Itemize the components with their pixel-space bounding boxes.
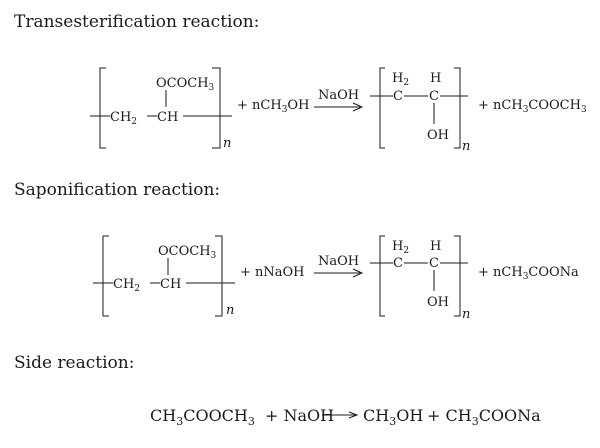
sapon-product-h: H [430, 239, 441, 254]
trans-product-h: H [430, 71, 441, 86]
side-reactant-ester: CH3COOCH3 [150, 406, 255, 428]
side-product-sodium-acetate: + CH3COONa [427, 406, 541, 428]
trans-catalyst: NaOH [318, 88, 359, 103]
trans-arrow-head [352, 102, 364, 112]
trans-product-c2: C [429, 89, 439, 104]
sapon-product-right-bracket [454, 235, 461, 317]
sapon-arrow-head [352, 268, 364, 278]
trans-product-c1: C [393, 89, 403, 104]
sapon-product-n: n [462, 307, 470, 322]
heading-transesterification: Transesterification reaction: [14, 12, 259, 32]
trans-reactant-n: n [223, 136, 231, 151]
trans-reactant-left-bracket [99, 67, 106, 149]
trans-product-left-bracket [379, 67, 385, 149]
sapon-ch2-group: CH2 [113, 277, 140, 294]
sapon-pendant-group: OCOCH3 [158, 244, 217, 261]
sapon-product-oh: OH [427, 295, 449, 310]
heading-side-reaction: Side reaction: [14, 353, 134, 373]
sapon-product-polymer: H2 H C C OH n [370, 235, 470, 322]
sapon-reactant-n: n [226, 303, 234, 318]
sapon-product-c2: C [429, 256, 439, 271]
sapon-reactant-right-bracket [215, 235, 223, 317]
trans-product-h2: H2 [392, 71, 409, 88]
sapon-byproduct: + nCH3COONa [478, 265, 579, 282]
trans-product-oh: OH [427, 128, 449, 143]
trans-pendant-group: OCOCH3 [156, 76, 215, 93]
sapon-product-left-bracket [379, 235, 385, 317]
side-reactant-naoh: + NaOH [265, 406, 334, 425]
trans-reactant-right-bracket [212, 67, 221, 149]
trans-product-polymer: H2 H C C OH n [370, 67, 470, 154]
trans-ch2-group: CH2 [110, 110, 137, 127]
trans-product-right-bracket [454, 67, 461, 149]
sapon-ch-group: CH [160, 277, 181, 292]
trans-reactant-polymer: OCOCH3 CH2 CH n [90, 67, 232, 151]
sapon-reactant-polymer: OCOCH3 CH2 CH n [93, 235, 235, 318]
trans-reagent: + nCH3OH [237, 98, 309, 115]
trans-byproduct: + nCH3COOCH3 [478, 98, 587, 115]
trans-ch-group: CH [157, 110, 178, 125]
side-product-methanol: CH3OH [363, 406, 423, 428]
sapon-reaction-arrow: NaOH [314, 254, 364, 278]
sapon-reactant-left-bracket [102, 235, 109, 317]
sapon-product-c1: C [393, 256, 403, 271]
side-arrow-head [348, 411, 359, 419]
sapon-catalyst: NaOH [318, 254, 359, 269]
heading-saponification: Saponification reaction: [14, 180, 220, 200]
sapon-reagent: + nNaOH [240, 265, 305, 280]
side-reaction-equation: CH3COOCH3 + NaOH CH3OH + CH3COONa [150, 406, 541, 428]
side-reaction-arrow [322, 411, 359, 419]
sapon-product-h2: H2 [392, 239, 409, 256]
trans-product-n: n [462, 139, 470, 154]
trans-reaction-arrow: NaOH [314, 88, 364, 112]
